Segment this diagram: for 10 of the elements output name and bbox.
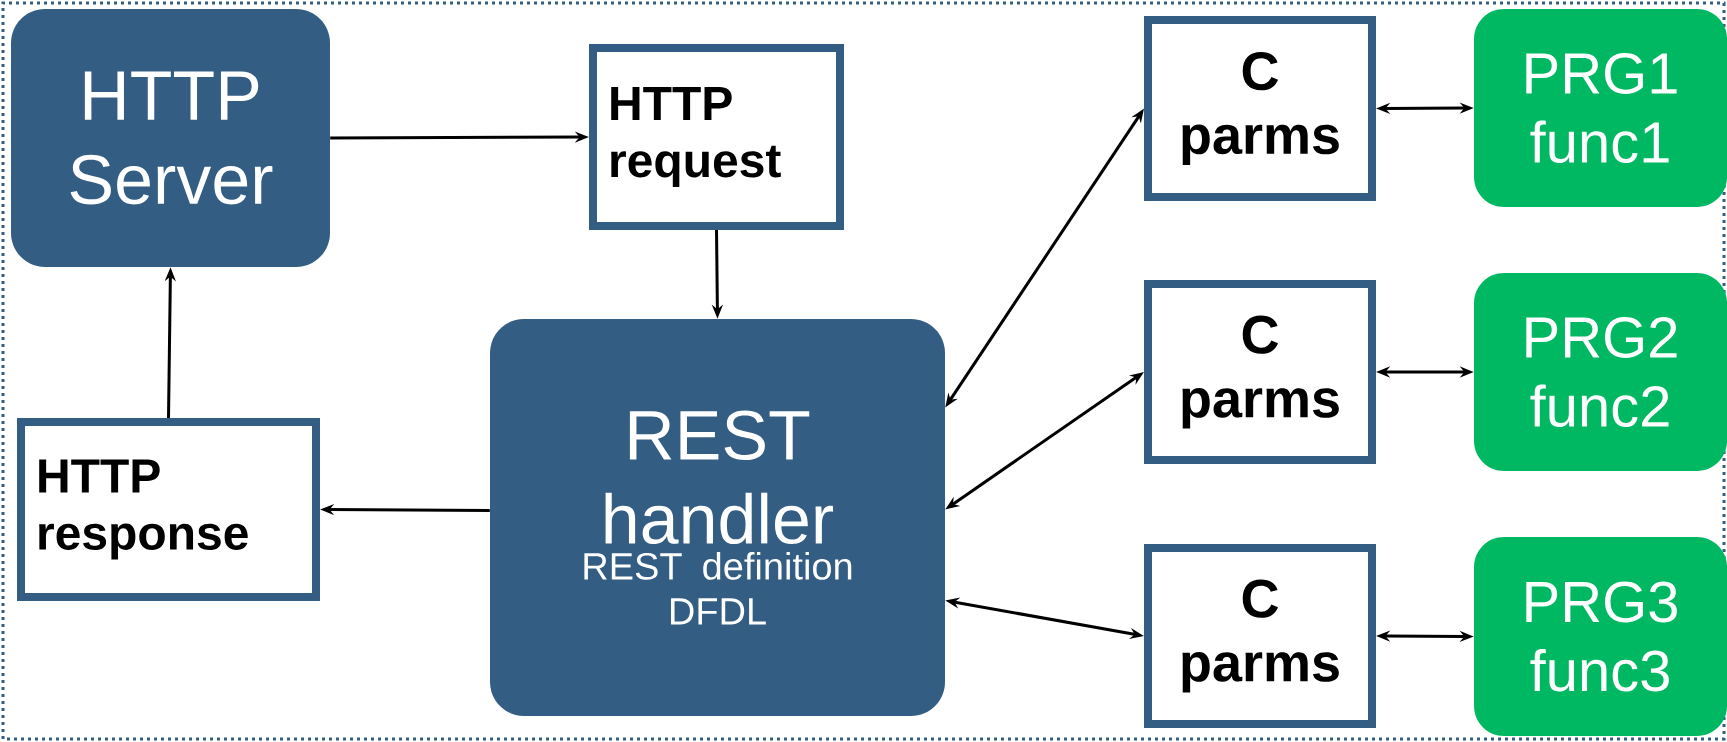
program-box: PRG3 func3 [1474, 537, 1727, 736]
process-box: REST handler REST definition DFDL [490, 319, 945, 716]
data-box: C parms [1144, 544, 1376, 728]
program-box: PRG1 func1 [1474, 9, 1727, 207]
data-box: C parms [1144, 16, 1376, 201]
data-box: HTTP request [589, 44, 844, 230]
data-box: C parms [1144, 280, 1376, 464]
data-box: HTTP response [17, 418, 320, 601]
program-box: PRG2 func2 [1474, 273, 1727, 471]
process-box: HTTP Server [11, 9, 330, 267]
